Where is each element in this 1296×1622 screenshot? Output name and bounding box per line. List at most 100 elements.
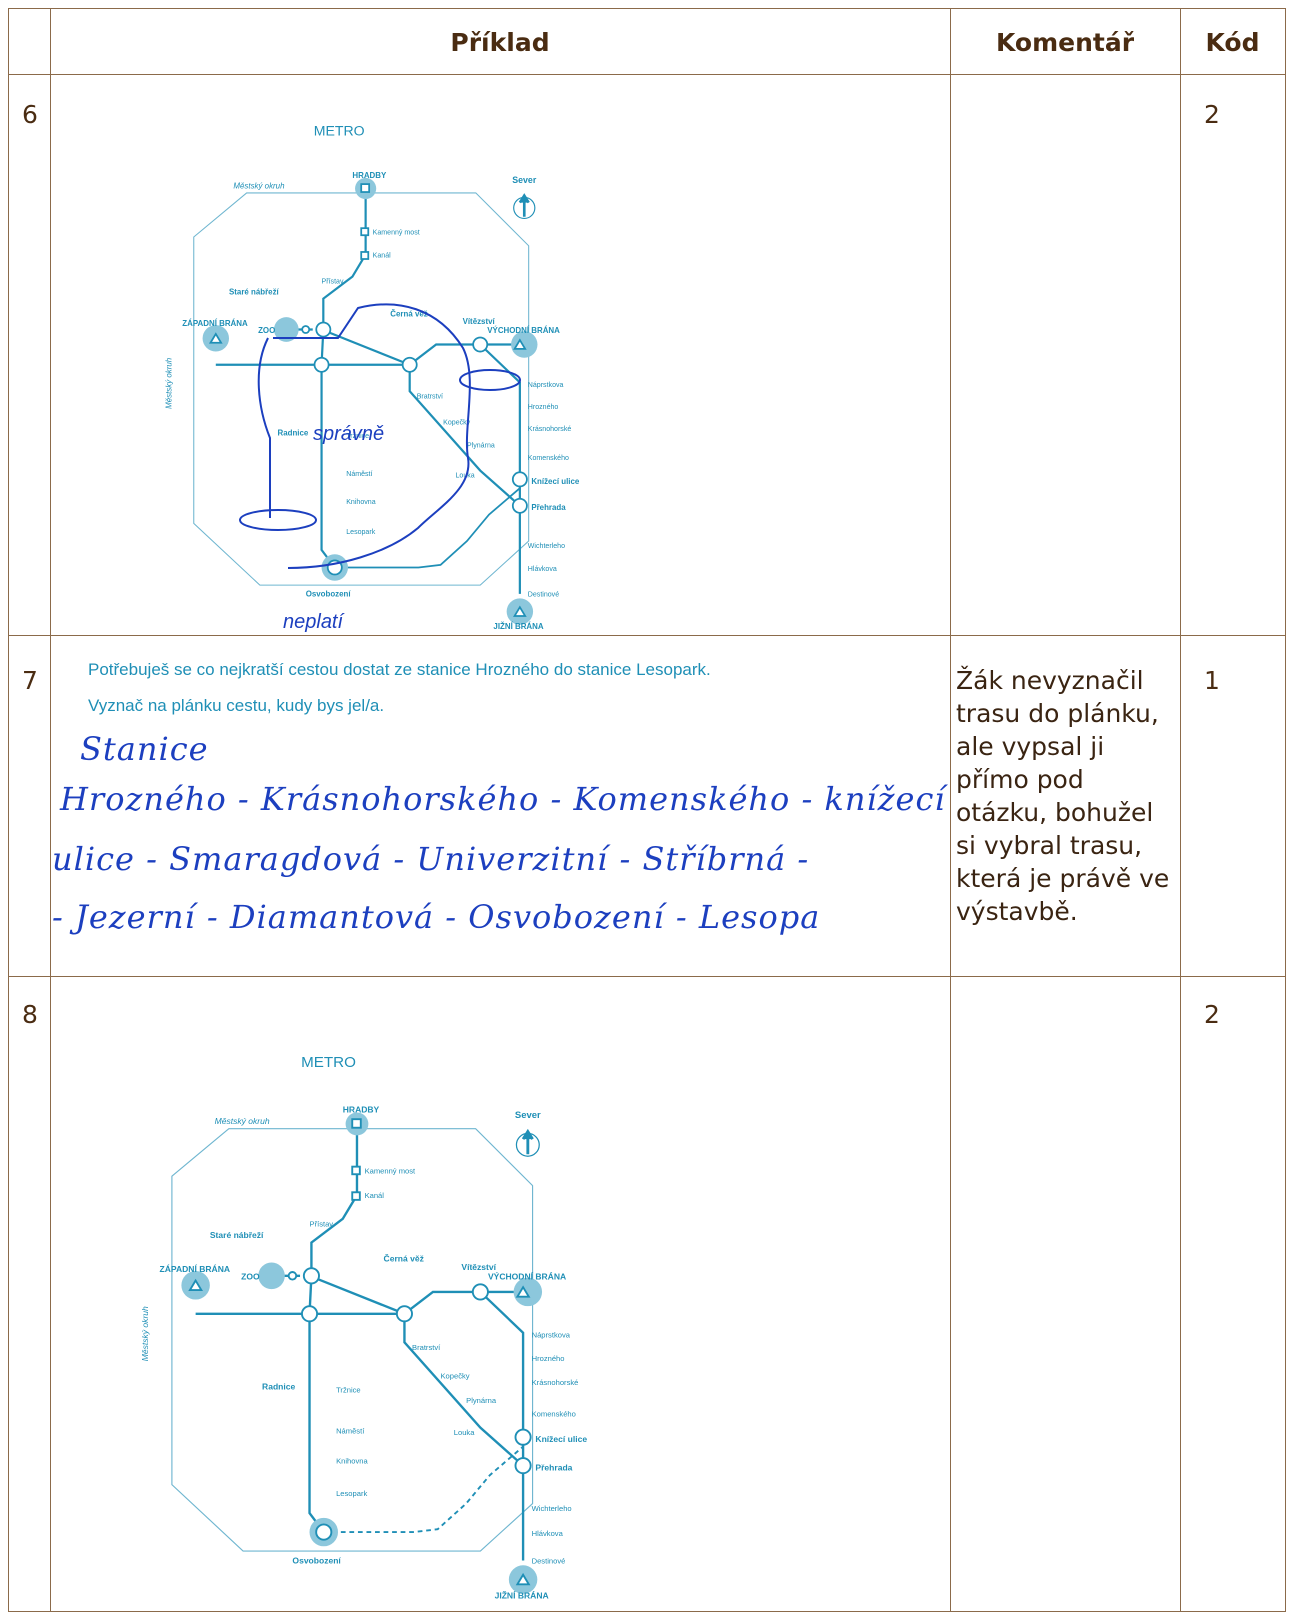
station-label: Kopečky [443, 420, 471, 427]
header-priklad: Příklad [450, 28, 550, 57]
station-label: Plynárna [467, 443, 495, 450]
row-number: 6 [22, 100, 38, 129]
station-label: Knihovna [346, 499, 375, 506]
row-code: 1 [1204, 666, 1220, 695]
station-label: Kopečky [441, 1371, 470, 1380]
station-label: Destinové [528, 592, 559, 599]
station-label: Tržnice [336, 1386, 361, 1395]
station-label: Náměstí [346, 471, 372, 478]
station-label: Lesopark [346, 529, 375, 536]
annotation-spravne: správně [313, 423, 384, 445]
station-label: Vítězství [461, 1262, 496, 1272]
comment-line: výstavbě. [956, 897, 1078, 926]
station-label: Náměstí [336, 1426, 365, 1435]
station-label: Knihovna [336, 1457, 368, 1466]
station-label: Přehrada [531, 503, 566, 512]
station-label: Knížecí ulice [531, 477, 580, 486]
station-label: JIŽNÍ BRÁNA [493, 622, 543, 631]
station-label: Náprstkova [532, 1330, 571, 1339]
station-label: Komenského [532, 1409, 576, 1418]
station-label: Lesopark [336, 1489, 367, 1498]
table-border-top [8, 8, 1286, 9]
station-label: Bratrství [417, 393, 443, 400]
comment-text: Žák nevyznačil trasu do plánku, ale vyps… [956, 664, 1169, 928]
station-label: Radnice [277, 428, 308, 437]
station-label: ZÁPADNÍ BRÁNA [160, 1264, 230, 1274]
station-label: Vítězství [463, 317, 496, 326]
station-label: JIŽNÍ BRÁNA [495, 1590, 549, 1601]
station-label: Hrozného [528, 404, 559, 411]
handwritten-route-6: správně neplatí [239, 303, 521, 633]
comment-line: Žák nevyznačil [956, 666, 1144, 695]
metro-map-svg: Městský okruh Městský okruh METRO Sever [140, 1054, 587, 1601]
station-label: Osvobození [306, 590, 352, 599]
col-divider [1285, 8, 1286, 1612]
comment-line: ale vypsal ji [956, 732, 1105, 761]
row-divider [8, 976, 1286, 977]
station-label: Černá věž [384, 1253, 424, 1264]
row-divider [8, 635, 1286, 636]
station-label: Hlávkova [532, 1529, 564, 1538]
header-komentar: Komentář [995, 28, 1135, 57]
comment-line: otázku, bohužel [956, 798, 1154, 827]
comment-line: přímo pod [956, 765, 1084, 794]
row-code: 2 [1204, 1000, 1220, 1029]
assessment-table: Příklad Komentář Kód 6 2 Městský okruh M… [8, 8, 1286, 1612]
station-label: Staré nábřeží [210, 1230, 264, 1240]
handwriting-line: Stanice [80, 730, 209, 768]
row-number: 8 [22, 1000, 38, 1029]
handwriting-line: - Jezerní - Diamantová - Osvobození - Le… [52, 898, 821, 936]
row-code: 2 [1204, 100, 1220, 129]
station-label: Přístav [322, 279, 344, 286]
handwriting-line: Hrozného - Krásnohorského - Komenského -… [60, 780, 946, 818]
station-label: Náprstkova [528, 382, 564, 389]
svg-text:METRO: METRO [301, 1054, 356, 1071]
row-divider [8, 74, 1286, 75]
station-label: Wichterleho [528, 543, 565, 550]
station-label: ZÁPADNÍ BRÁNA [182, 319, 248, 328]
station-label: Přehrada [535, 1462, 572, 1472]
station-label: Hlávkova [528, 566, 557, 573]
station-label: Hrozného [532, 1354, 565, 1363]
station-label: VÝCHODNÍ BRÁNA [487, 326, 560, 335]
svg-text:Sever: Sever [512, 175, 537, 185]
svg-text:Městský okruh: Městský okruh [215, 1116, 270, 1126]
station-label: Louka [454, 1428, 475, 1437]
station-label: Wichterleho [532, 1504, 572, 1513]
svg-text:Městský okruh: Městský okruh [165, 357, 174, 409]
station-label: Kamenný most [373, 229, 420, 236]
col-divider [8, 8, 9, 1612]
station-label: HRADBY [343, 1105, 380, 1115]
station-label: Radnice [262, 1382, 295, 1392]
station-label: VÝCHODNÍ BRÁNA [488, 1271, 566, 1282]
station-label: ZOO [241, 1272, 260, 1282]
station-label: Komenského [528, 455, 569, 462]
station-label: Kanál [373, 252, 391, 259]
station-label: HRADBY [352, 171, 387, 180]
comment-line: si vybral trasu, [956, 831, 1143, 860]
table-border-bottom [8, 1611, 1286, 1612]
station-label: Krásnohorské [528, 426, 572, 433]
station-label: Krásnohorské [532, 1378, 579, 1387]
station-label: Černá věž [390, 309, 427, 318]
handwriting-line: ulice - Smaragdová - Univerzitní - Stříb… [52, 840, 810, 878]
station-label: Kamenný most [365, 1166, 416, 1175]
station-label: Tržnice [346, 433, 369, 440]
question-line-1: Potřebuješ se co nejkratší cestou dostat… [88, 660, 711, 679]
station-label: Kanál [365, 1191, 385, 1200]
annotation-neplati: neplatí [283, 611, 345, 633]
question-line-2: Vyznač na plánku cestu, kudy bys jel/a. [88, 696, 385, 715]
station-label: Plynárna [466, 1396, 497, 1405]
col-divider [1180, 8, 1181, 1612]
station-label: Knížecí ulice [535, 1434, 587, 1444]
station-label: Bratrství [412, 1343, 441, 1352]
svg-text:Sever: Sever [515, 1110, 541, 1121]
station-label: Přístav [310, 1219, 334, 1228]
station-label: Staré nábřeží [229, 287, 280, 296]
station-label: Osvobození [292, 1555, 341, 1565]
station-label: ZOO [258, 326, 275, 335]
svg-text:METRO: METRO [314, 123, 365, 139]
comment-line: která je právě ve [956, 864, 1170, 893]
comment-line: trasu do plánku, [956, 699, 1159, 728]
svg-text:Městský okruh: Městský okruh [233, 182, 285, 191]
